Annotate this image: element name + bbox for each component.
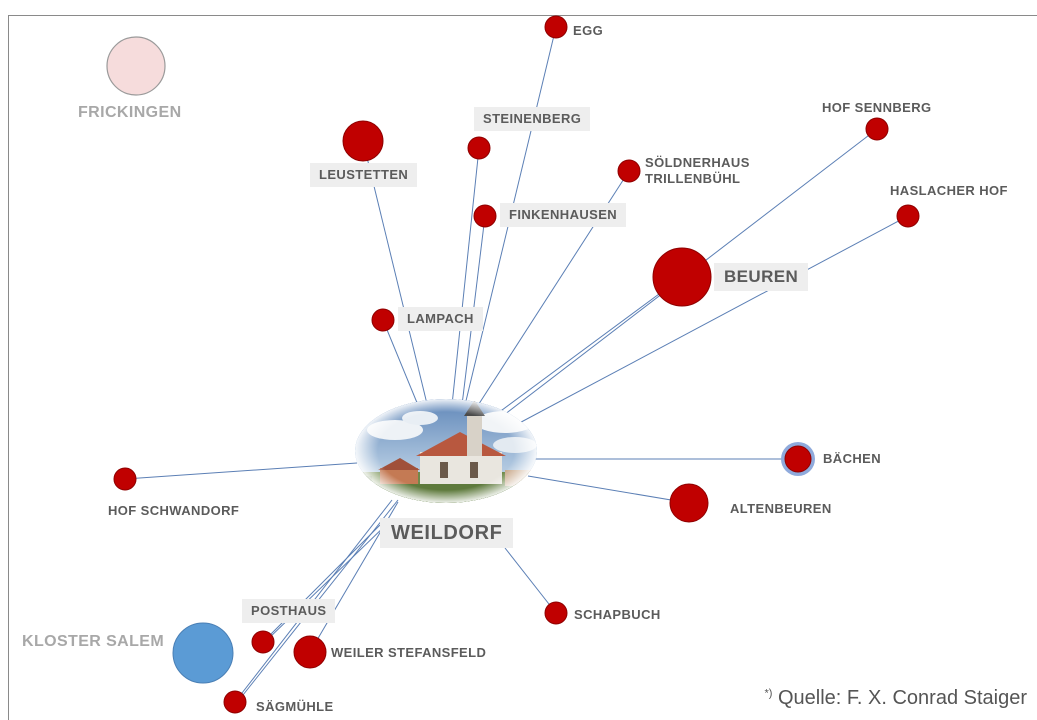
label-haslacher-hof: HASLACHER HOF bbox=[890, 183, 1008, 198]
node-saegmuehle bbox=[223, 690, 247, 714]
frame-border-left bbox=[8, 15, 9, 720]
edge-lampach bbox=[382, 319, 421, 411]
caption-footnote-mark: *) bbox=[764, 687, 773, 700]
nodes-group bbox=[106, 15, 920, 714]
label-lampach: LAMPACH bbox=[398, 307, 483, 331]
node-haslacher-hof bbox=[896, 204, 920, 228]
node-beuren bbox=[652, 247, 712, 307]
label-posthaus: POSTHAUS bbox=[242, 599, 336, 623]
node-leustetten bbox=[342, 120, 384, 162]
node-posthaus bbox=[251, 630, 275, 654]
label-soeldnerhaus-trillenbuehl: SÖLDNERHAUS TRILLENBÜHL bbox=[645, 155, 750, 186]
node-egg bbox=[544, 15, 568, 39]
node-hof-schwandorf bbox=[113, 467, 137, 491]
label-egg: EGG bbox=[573, 23, 604, 38]
label-schapbuch: SCHAPBUCH bbox=[574, 607, 661, 622]
edge-haslacher-hof bbox=[509, 215, 909, 429]
node-schapbuch bbox=[544, 601, 568, 625]
label-weildorf: WEILDORF bbox=[380, 518, 514, 548]
edge-hof-schwandorf bbox=[124, 462, 358, 480]
node-soeldnerhaus bbox=[617, 159, 641, 183]
label-frickingen: FRICKINGEN bbox=[78, 104, 182, 121]
source-caption: *) Quelle: F. X. Conrad Staiger bbox=[764, 687, 1027, 710]
label-hof-schwandorf: HOF SCHWANDORF bbox=[108, 503, 240, 518]
edge-schapbuch bbox=[504, 547, 557, 614]
node-weiler-stefansfeld bbox=[293, 635, 327, 669]
label-altenbeuren: ALTENBEUREN bbox=[730, 501, 832, 516]
node-frickingen bbox=[106, 36, 166, 96]
label-hof-sennberg: HOF SENNBERG bbox=[822, 100, 932, 115]
node-baechen bbox=[784, 445, 812, 473]
label-baechen: BÄCHEN bbox=[823, 451, 882, 466]
node-hof-sennberg bbox=[865, 117, 889, 141]
node-finkenhausen bbox=[473, 204, 497, 228]
label-leustetten: LEUSTETTEN bbox=[310, 163, 418, 187]
edge-altenbeuren bbox=[527, 475, 690, 504]
edge-beuren bbox=[493, 276, 683, 417]
frame-border-top bbox=[8, 15, 1037, 16]
node-altenbeuren bbox=[669, 483, 709, 523]
label-weiler-stefansfeld: WEILER STEFANSFELD bbox=[331, 645, 487, 660]
edge-posthaus bbox=[262, 524, 381, 643]
caption-text: Quelle: F. X. Conrad Staiger bbox=[772, 687, 1027, 709]
label-steinenberg: STEINENBERG bbox=[474, 107, 591, 131]
node-steinenberg bbox=[467, 136, 491, 160]
label-finkenhausen: FINKENHAUSEN bbox=[500, 203, 627, 227]
node-kloster-salem bbox=[172, 622, 234, 684]
label-beuren: BEUREN bbox=[714, 263, 809, 291]
church-photo bbox=[355, 399, 537, 503]
label-kloster-salem: KLOSTER SALEM bbox=[22, 633, 165, 650]
label-saegmuehle: SÄGMÜHLE bbox=[256, 699, 334, 714]
edge-steinenberg bbox=[451, 147, 480, 406]
node-lampach bbox=[371, 308, 395, 332]
